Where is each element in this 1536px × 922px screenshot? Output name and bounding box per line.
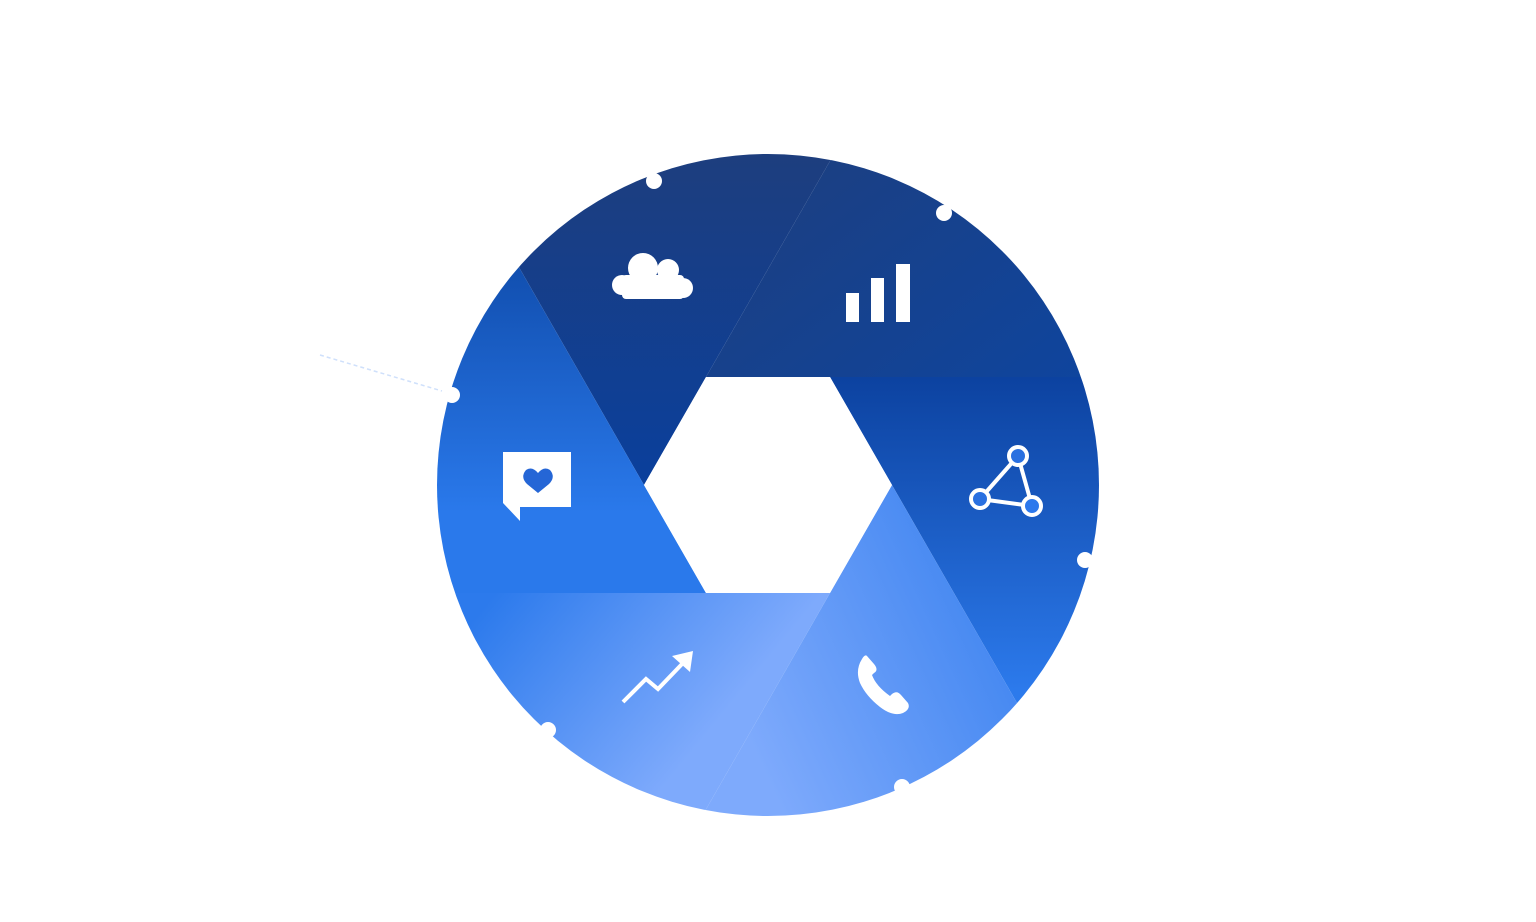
perimeter-dot	[936, 205, 952, 221]
perimeter-dot	[540, 722, 556, 738]
bar-chart-icon	[846, 264, 910, 322]
trending-up-arrow-icon	[621, 651, 693, 704]
center-hexagon	[644, 377, 892, 593]
perimeter-dot	[1077, 552, 1093, 568]
cloud-icon	[612, 253, 693, 299]
network-nodes-icon	[969, 445, 1043, 517]
phone-icon	[857, 655, 909, 715]
perimeter-dot	[646, 173, 662, 189]
perimeter-dot	[444, 387, 460, 403]
connector-line	[319, 354, 443, 392]
perimeter-dots	[444, 173, 1093, 795]
perimeter-dot	[894, 779, 910, 795]
heart-speech-bubble-icon	[503, 452, 571, 521]
segment-growth[interactable]	[200, 593, 830, 900]
segment-network[interactable]	[830, 377, 1200, 900]
